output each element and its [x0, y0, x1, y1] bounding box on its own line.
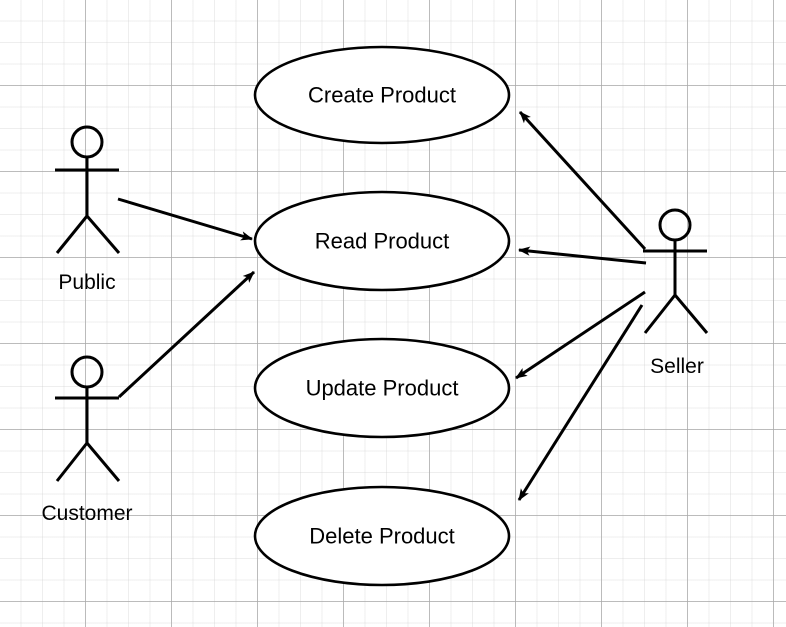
actor-head-icon — [70, 355, 104, 389]
actor-leg-left — [55, 215, 89, 254]
use-case-label: Delete Product — [309, 524, 455, 549]
actor-label: Seller — [650, 355, 704, 378]
actor-head-icon — [70, 125, 104, 159]
use-case-read-product[interactable]: Read Product — [253, 190, 511, 292]
actor-customer[interactable]: Customer — [41, 355, 133, 525]
use-case-label: Read Product — [315, 229, 450, 254]
associations-group — [117, 110, 647, 501]
actor-head-icon — [658, 208, 692, 242]
actor-leg-right — [673, 294, 709, 334]
actor-seller[interactable]: Seller — [643, 208, 709, 378]
association-seller-delete[interactable] — [517, 304, 644, 501]
actor-leg-left — [55, 442, 89, 482]
use-case-create-product[interactable]: Create Product — [253, 45, 511, 145]
use-case-ellipse[interactable] — [253, 337, 511, 439]
use-case-ellipse[interactable] — [253, 45, 511, 145]
use-case-label: Create Product — [308, 83, 456, 108]
use-case-update-product[interactable]: Update Product — [253, 337, 511, 439]
use-case-delete-product[interactable]: Delete Product — [253, 485, 511, 587]
actor-public[interactable]: Public — [55, 125, 121, 294]
use-case-label: Update Product — [306, 376, 459, 401]
association-customer-read[interactable] — [117, 270, 256, 399]
actor-leg-right — [85, 442, 121, 482]
use-case-ellipse[interactable] — [253, 485, 511, 587]
association-seller-create[interactable] — [518, 110, 647, 251]
association-seller-update[interactable] — [515, 290, 646, 380]
association-seller-read[interactable] — [518, 246, 647, 265]
use-case-ellipse[interactable] — [253, 190, 511, 292]
association-public-read[interactable] — [117, 197, 253, 241]
actor-leg-right — [85, 215, 121, 254]
actor-label: Public — [58, 271, 115, 294]
actor-label: Customer — [41, 502, 132, 525]
actor-leg-left — [643, 294, 677, 334]
